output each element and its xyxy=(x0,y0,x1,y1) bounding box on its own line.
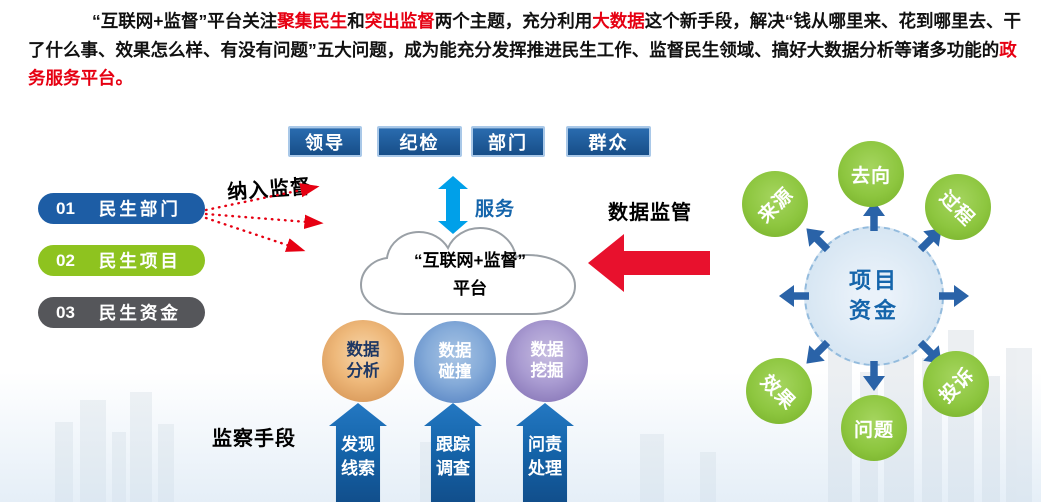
data-mining-circle: 数据 挖掘 xyxy=(506,320,588,402)
pill-livelihood-departments: 01 民生部门 xyxy=(38,193,205,224)
intro-segment-highlight: 政务服务平台。 xyxy=(28,39,1017,89)
intro-paragraph: “互联网+监督”平台关注聚集民生和突出监督两个主题，充分利用大数据这个新手段，解… xyxy=(28,7,1022,93)
intro-segment: “互联网+监督”平台关注 xyxy=(92,11,278,31)
satellite-label: 过程 xyxy=(935,186,979,230)
intro-segment-highlight: 聚集民生 xyxy=(277,11,348,31)
data-analysis-circle: 数据 分析 xyxy=(322,320,404,402)
satellite-label: 投诉 xyxy=(935,363,979,407)
audience-box-discipline: 纪检 xyxy=(377,126,462,157)
pill-number: 03 xyxy=(56,302,75,322)
process-arrow-text: 发现 线索 xyxy=(341,435,375,478)
intro-segment: 两个主题，充分利用 xyxy=(434,11,593,31)
hub-satellite-problems: 问题 xyxy=(841,395,907,461)
cloud-shape xyxy=(359,226,577,315)
hub-center-line2: 资金 xyxy=(848,298,899,323)
audience-box-public: 群众 xyxy=(566,126,651,157)
satellite-label: 效果 xyxy=(756,370,800,414)
circle-line2: 挖掘 xyxy=(530,362,564,380)
data-collision-circle: 数据 碰撞 xyxy=(414,321,496,403)
data-supervision-label: 数据监管 xyxy=(608,202,692,224)
intro-segment: 和 xyxy=(347,11,365,31)
data-flow-red-arrow-icon xyxy=(588,234,710,292)
process-arrow-text: 问责 处理 xyxy=(528,435,562,478)
hub-satellite-source: 来源 xyxy=(742,171,808,237)
hub-satellite-destination: 去向 xyxy=(838,141,904,207)
pill-label: 民生资金 xyxy=(98,303,181,323)
circle-line2: 碰撞 xyxy=(438,363,472,381)
supervision-means-label: 监察手段 xyxy=(212,428,296,450)
process-arrow-track-investigate: 跟踪 调查 xyxy=(424,403,482,502)
intro-segment: 这个新手段，解决“钱从哪里来、花到哪里去、干了什么事、效果怎么样、有没有问题”五… xyxy=(28,11,1021,60)
process-arrow-text: 跟踪 调查 xyxy=(436,435,470,478)
audience-box-leaders: 领导 xyxy=(288,126,362,157)
cloud-line2: 平台 xyxy=(453,279,487,298)
service-label: 服务 xyxy=(475,199,516,220)
project-funds-hub: 项目 资金 去向 过程 投诉 问题 效果 来源 xyxy=(740,135,1041,467)
process-arrow-find-clues: 发现 线索 xyxy=(329,403,387,502)
circle-line1: 数据 xyxy=(530,341,564,359)
satellite-label: 问题 xyxy=(853,419,894,441)
hub-center-line1: 项目 xyxy=(848,268,899,293)
pill-label: 民生部门 xyxy=(98,199,181,219)
satellite-label: 来源 xyxy=(754,183,798,227)
pill-livelihood-projects: 02 民生项目 xyxy=(38,245,205,276)
satellite-label: 去向 xyxy=(850,165,891,187)
cloud-line1: “互联网+监督” xyxy=(414,251,526,270)
pill-number: 02 xyxy=(56,250,75,270)
intro-segment-highlight: 大数据 xyxy=(592,11,645,31)
cloud-platform-label: “互联网+监督” 平台 xyxy=(351,247,589,303)
hub-satellite-process: 过程 xyxy=(925,174,991,240)
dotted-fan-arrows-icon xyxy=(204,183,324,252)
service-double-arrow-icon xyxy=(438,176,468,234)
intro-segment-highlight: 突出监督 xyxy=(364,11,435,31)
circle-line1: 数据 xyxy=(346,341,380,359)
circle-line2: 分析 xyxy=(346,362,380,380)
circle-line1: 数据 xyxy=(438,342,472,360)
hub-satellite-complaints: 投诉 xyxy=(923,351,989,417)
hub-satellite-effect: 效果 xyxy=(746,358,812,424)
audience-box-departments: 部门 xyxy=(471,126,545,157)
pill-label: 民生项目 xyxy=(98,251,181,271)
pill-number: 01 xyxy=(56,198,75,218)
pill-livelihood-funds: 03 民生资金 xyxy=(38,297,205,328)
process-arrow-accountability: 问责 处理 xyxy=(516,403,574,502)
